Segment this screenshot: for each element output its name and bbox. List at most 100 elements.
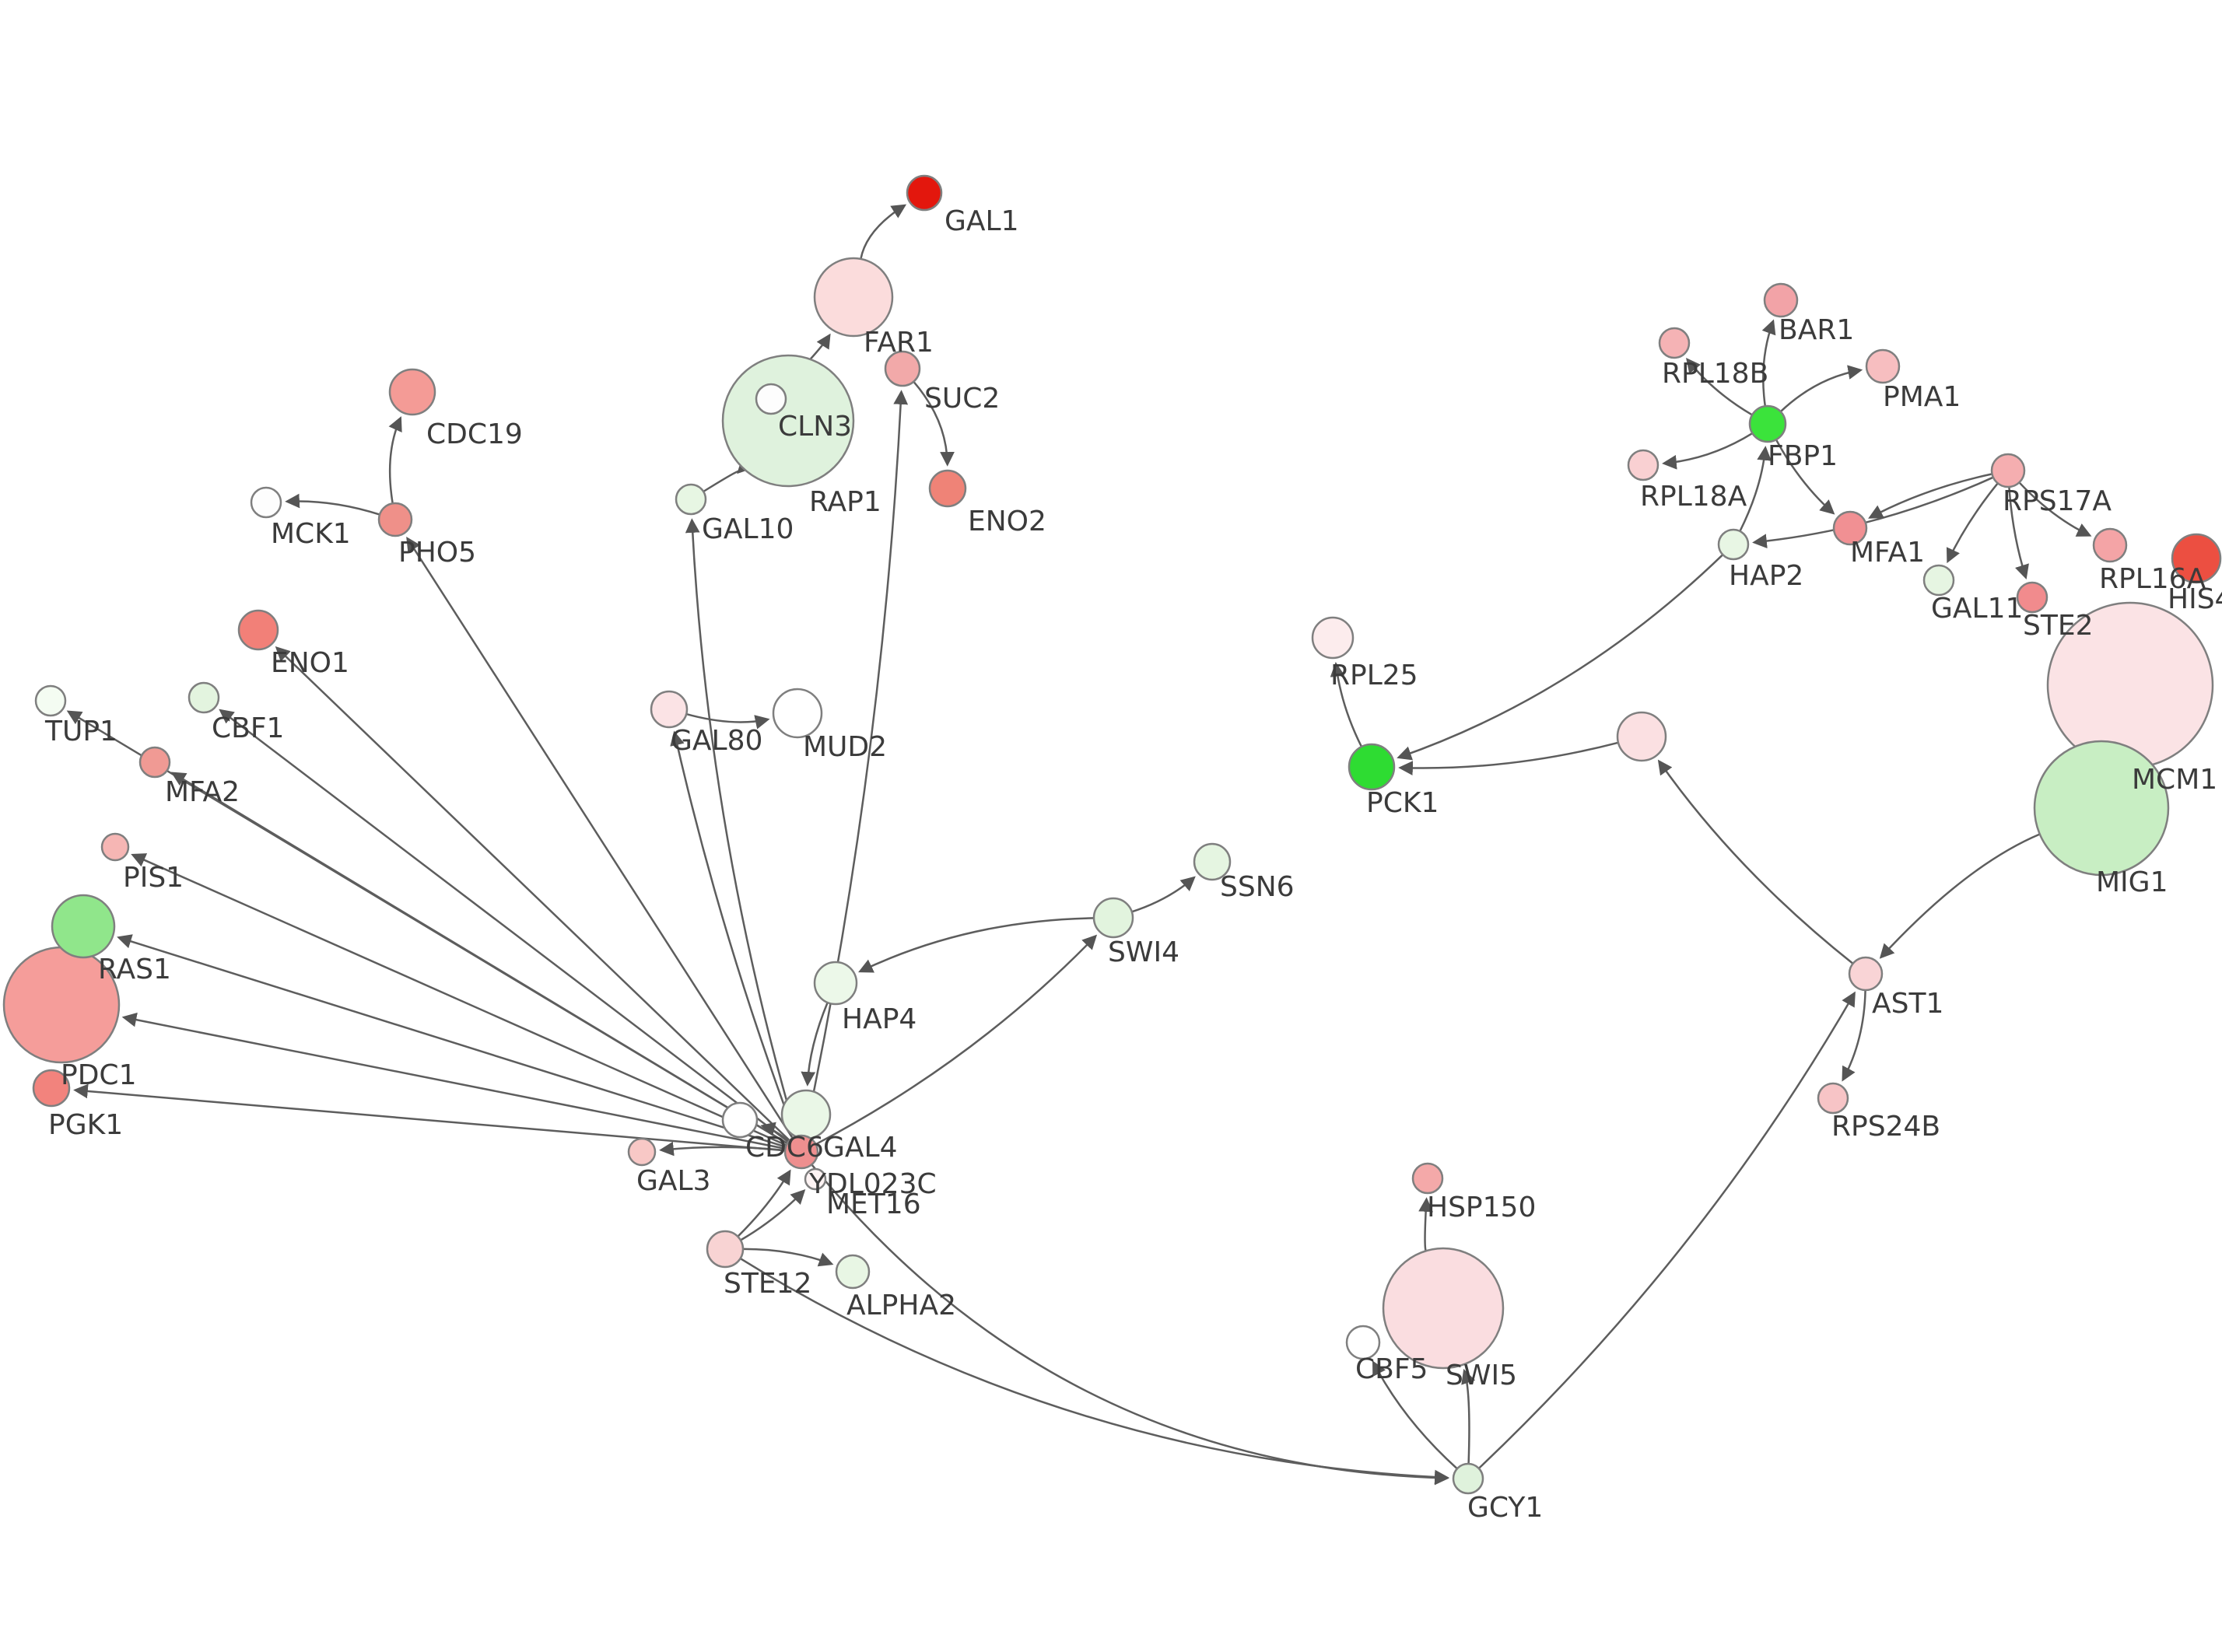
node-gal11[interactable] [1922,564,1955,597]
node-ast1[interactable] [1848,956,1884,992]
node-gal10[interactable] [675,483,707,516]
node-gal4[interactable] [783,1134,819,1170]
node-mfa1[interactable] [1832,510,1868,546]
edge-gal4-pis1 [131,853,787,1146]
node-label-ste12: STE12 [724,1268,811,1300]
node-label-rpl18b: RPL18B [1662,358,1768,390]
node-far1[interactable] [813,257,894,338]
edge-gal4-eno1 [275,646,790,1142]
node-label-mfa1: MFA1 [1850,537,1925,569]
edge-swi4-hap4 [858,917,1095,973]
node-eno1[interactable] [237,609,279,651]
node-label-gcy1: GCY1 [1467,1492,1543,1524]
node-met16[interactable] [804,1167,827,1191]
edge-hap4-cdc6 [801,1002,829,1087]
node-swi5[interactable] [1382,1247,1505,1370]
node-gal3[interactable] [627,1137,657,1167]
node-cdc19[interactable] [388,368,436,416]
edge-ste12-gcy1 [739,1258,1449,1485]
edge-hap2-pck1 [1397,554,1724,761]
node-suc2[interactable] [884,350,921,387]
node-label-hap2: HAP2 [1729,560,1803,592]
edge-ste12-gal4 [737,1169,791,1237]
node-rps17a[interactable] [1990,453,2026,488]
node-label-pgk1: PGK1 [48,1109,123,1141]
edge-ast1-node-x [1657,759,1854,964]
node-label-gal3: GAL3 [636,1165,710,1197]
node-unlabeled[interactable] [1616,711,1667,762]
node-mud2[interactable] [772,688,823,739]
node-rpl16a[interactable] [2092,527,2128,563]
edge-gal4-swi4 [815,934,1098,1146]
edge-fbp1-bar1 [1761,319,1776,407]
node-rpl25[interactable] [1311,616,1355,660]
node-cln3[interactable] [755,383,787,415]
node-ydl023c[interactable] [721,1101,759,1139]
node-gcy1[interactable] [1452,1462,1484,1495]
edge-ast1-rps24b [1842,989,1866,1082]
node-gal80[interactable] [650,690,689,729]
node-label-gal80: GAL80 [671,725,762,757]
node-pgk1[interactable] [32,1069,71,1108]
node-pis1[interactable] [100,832,130,862]
node-pma1[interactable] [1865,348,1901,384]
node-rps24b[interactable] [1817,1082,1849,1115]
node-hap2[interactable] [1717,528,1750,561]
node-mck1[interactable] [250,486,282,519]
node-mcm1[interactable] [2046,601,2214,769]
edge-pck1-rpl25 [1330,662,1363,747]
node-pck1[interactable] [1348,743,1396,791]
edge-hap2-fbp1 [1739,446,1772,532]
edge-swi4-ssn6 [1131,876,1196,913]
edge-swi5-hsp150 [1418,1197,1433,1251]
edge-gal4-suc2 [804,390,909,1136]
node-swi4[interactable] [1092,897,1134,939]
node-ste12[interactable] [706,1230,745,1269]
node-cbf1[interactable] [188,681,220,714]
node-cdc6[interactable] [780,1089,832,1140]
node-label-mck1: MCK1 [271,518,351,550]
node-cbf5[interactable] [1345,1325,1381,1360]
node-label-eno2: ENO2 [968,506,1046,537]
node-mig1[interactable] [2033,740,2170,877]
node-his4[interactable] [2171,533,2222,584]
edge-rps17a-ste2 [2008,486,2029,579]
node-gal1[interactable] [906,174,943,212]
edge-gal4-pgk1 [73,1083,786,1152]
node-hsp150[interactable] [1411,1162,1444,1195]
edge-gal4-ras1 [117,934,787,1148]
node-ras1[interactable] [51,894,116,959]
node-rap1[interactable] [721,354,855,488]
node-bar1[interactable] [1763,282,1799,318]
node-eno2[interactable] [928,469,967,508]
node-label-ast1: AST1 [1872,988,1943,1020]
nodes-layer [2,174,2222,1495]
edge-fbp1-mfa1 [1775,439,1835,515]
node-rpl18b[interactable] [1658,327,1691,359]
edge-rps17a-hap2 [1752,476,1994,549]
node-tup1[interactable] [34,684,67,717]
node-fbp1[interactable] [1748,404,1787,443]
node-hap4[interactable] [813,961,858,1006]
node-label-rpl25: RPL25 [1330,660,1418,691]
node-pho5[interactable] [377,502,413,537]
node-label-mud2: MUD2 [803,731,887,763]
node-alpha2[interactable] [835,1254,871,1290]
node-label-rps17a: RPS17A [2003,485,2112,517]
edge-gal4-ydl023c [760,1122,790,1143]
node-mfa2[interactable] [138,746,171,779]
node-rpl18a[interactable] [1627,449,1659,481]
node-label-pck1: PCK1 [1366,787,1439,819]
node-pdc1[interactable] [2,946,121,1064]
edge-fbp1-pma1 [1779,365,1863,413]
edge-gcy1-cbf5 [1372,1360,1458,1470]
edge-gal10-rap1 [703,458,752,493]
node-ssn6[interactable] [1193,842,1232,881]
node-ste2[interactable] [2016,581,2049,614]
node-label-swi4: SWI4 [1108,936,1179,968]
node-label-met16: MET16 [826,1188,921,1220]
node-label-eno1: ENO1 [271,647,349,679]
node-label-his4: HIS4 [2168,583,2222,615]
